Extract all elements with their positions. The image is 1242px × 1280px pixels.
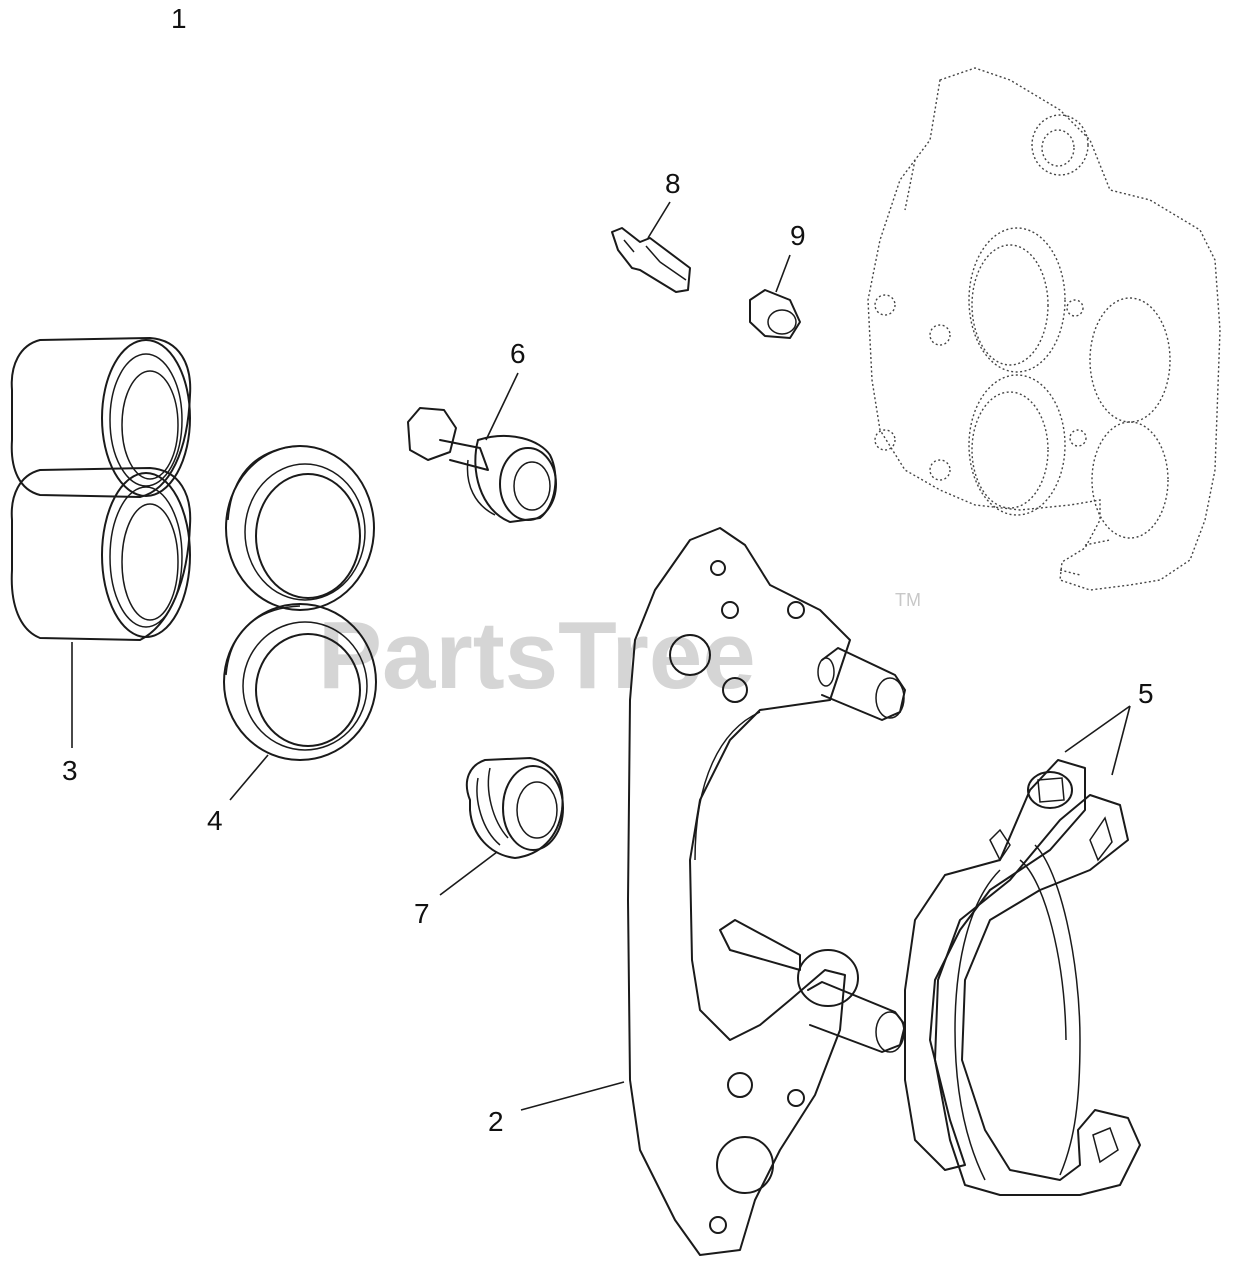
leader-5a bbox=[1064, 705, 1131, 753]
leader-lines bbox=[71, 201, 1131, 1111]
leader-6 bbox=[485, 372, 519, 441]
callout-6: 6 bbox=[510, 338, 526, 369]
callout-2: 2 bbox=[488, 1106, 504, 1137]
leader-4 bbox=[229, 754, 269, 801]
part-4-seals[interactable] bbox=[223, 445, 377, 761]
leader-8 bbox=[647, 201, 671, 239]
part-7-boot[interactable] bbox=[465, 757, 564, 859]
part-6-guide-pin[interactable] bbox=[407, 407, 557, 523]
part-1-caliper-body[interactable] bbox=[867, 67, 1221, 591]
watermark: PartsTree TM bbox=[318, 590, 921, 709]
callout-8: 8 bbox=[665, 168, 681, 199]
leader-9 bbox=[775, 254, 791, 293]
part-8-bleeder-screw[interactable] bbox=[611, 227, 691, 293]
callout-4: 4 bbox=[207, 805, 223, 836]
callout-3: 3 bbox=[62, 755, 78, 786]
callout-5: 5 bbox=[1138, 678, 1154, 709]
watermark-trademark: TM bbox=[895, 590, 921, 610]
part-2-caliper-bracket[interactable] bbox=[627, 527, 906, 1256]
callout-9: 9 bbox=[790, 220, 806, 251]
part-3-pistons[interactable] bbox=[10, 337, 192, 641]
leader-5b bbox=[1111, 705, 1131, 776]
callout-7: 7 bbox=[414, 898, 430, 929]
part-5-brake-pads[interactable] bbox=[904, 759, 1141, 1196]
leader-2 bbox=[520, 1081, 625, 1111]
leader-7 bbox=[439, 851, 498, 896]
callout-1: 1 bbox=[171, 3, 187, 34]
part-9-bleeder-cap[interactable] bbox=[749, 289, 801, 339]
watermark-text: PartsTree bbox=[318, 602, 756, 709]
callouts: 1 2 3 4 5 6 7 8 9 bbox=[62, 3, 1154, 1137]
